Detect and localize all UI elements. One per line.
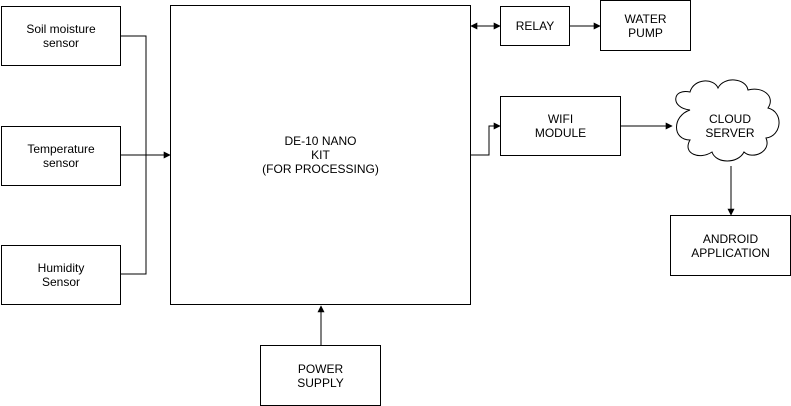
soil-moisture-connector: [120, 35, 147, 155]
wifi-module-box: WIFI MODULE: [500, 96, 621, 156]
cloud-shape: [675, 79, 780, 162]
soil-moisture-sensor-box: Soil moisture sensor: [1, 6, 121, 66]
cloud-server-label: CLOUD SERVER: [705, 112, 755, 140]
relay-box: RELAY: [500, 6, 570, 46]
temperature-sensor-box: Temperature sensor: [1, 126, 121, 186]
processor-to-wifi-arrow: [471, 122, 501, 156]
humidity-sensor-box: Humidity Sensor: [1, 245, 121, 305]
processor-kit-box: DE-10 NANO KIT (FOR PROCESSING): [170, 5, 471, 305]
power-supply-box: POWER SUPPLY: [260, 345, 381, 406]
water-pump-box: WATER PUMP: [600, 0, 691, 51]
humidity-connector: [120, 155, 147, 275]
android-application-box: ANDROID APPLICATION: [670, 215, 791, 276]
